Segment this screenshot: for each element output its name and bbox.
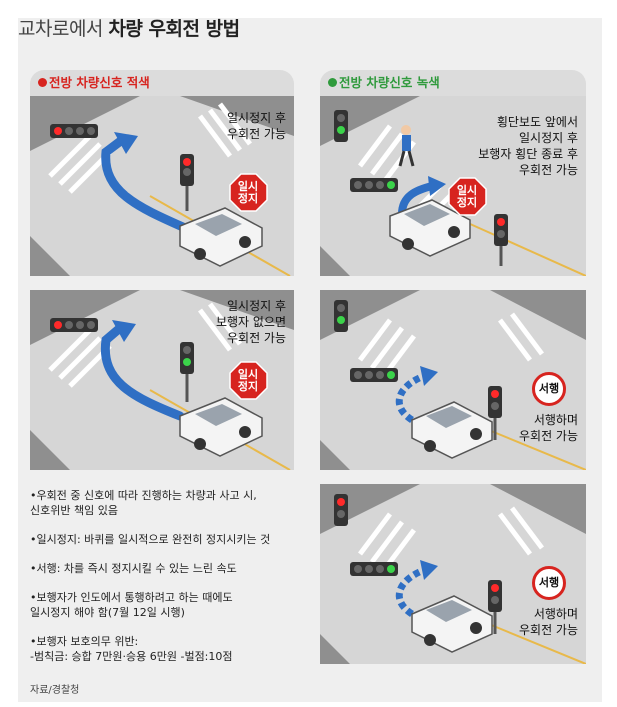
title-main: 차량 우회전 방법 xyxy=(108,18,240,40)
traffic-light-icon xyxy=(334,110,348,142)
green-dot-icon xyxy=(328,78,337,87)
car-icon xyxy=(411,401,493,459)
stop-sign-icon xyxy=(448,177,487,216)
traffic-light-icon xyxy=(334,300,348,332)
section-label-red: 전방 차량신호 적색 xyxy=(49,75,150,90)
intersection-illustration xyxy=(30,96,294,276)
stop-sign-icon xyxy=(229,173,268,212)
red-dot-icon xyxy=(38,78,47,87)
car-icon xyxy=(389,199,471,257)
section-header-red: 전방 차량신호 적색 xyxy=(30,70,294,96)
intersection-illustration xyxy=(30,290,294,470)
section-header-green: 전방 차량신호 녹색 xyxy=(320,70,586,96)
car-icon xyxy=(179,397,263,457)
intersection-illustration xyxy=(320,290,586,470)
slow-sign-icon: 서행 xyxy=(532,566,566,600)
note-item: •일시정지: 바퀴를 일시적으로 완전히 정지시키는 것 xyxy=(30,533,271,546)
note-item: •서행: 차를 즉시 정지시킬 수 있는 느린 속도 xyxy=(30,562,237,575)
note-item: •보행자가 인도에서 통행하려고 하는 때에도 일시정지 해야 함(7월 12일… xyxy=(30,591,233,619)
slow-sign-icon: 서행 xyxy=(532,372,566,406)
page-title: 교차로에서 차량 우회전 방법 xyxy=(18,14,240,41)
source-credit: 자료/경찰청 xyxy=(30,685,80,696)
title-prefix: 교차로에서 xyxy=(18,18,103,40)
stop-sign-icon xyxy=(229,361,268,400)
intersection-illustration xyxy=(320,484,586,664)
note-item: •보행자 보호의무 위반: -범칙금: 승합 7만원·승용 6만원 -벌점:10… xyxy=(30,635,233,663)
intersection-illustration xyxy=(320,96,586,276)
traffic-light-icon xyxy=(50,124,98,138)
note-item: •우회전 중 신호에 따라 진행하는 차량과 사고 시, 신호위반 책임 있음 xyxy=(30,489,257,517)
car-icon xyxy=(411,595,493,653)
car-icon xyxy=(179,207,263,267)
section-label-green: 전방 차량신호 녹색 xyxy=(339,75,440,90)
pedestrian-icon xyxy=(398,125,415,167)
traffic-light-icon xyxy=(334,494,348,526)
traffic-light-icon xyxy=(50,318,98,332)
